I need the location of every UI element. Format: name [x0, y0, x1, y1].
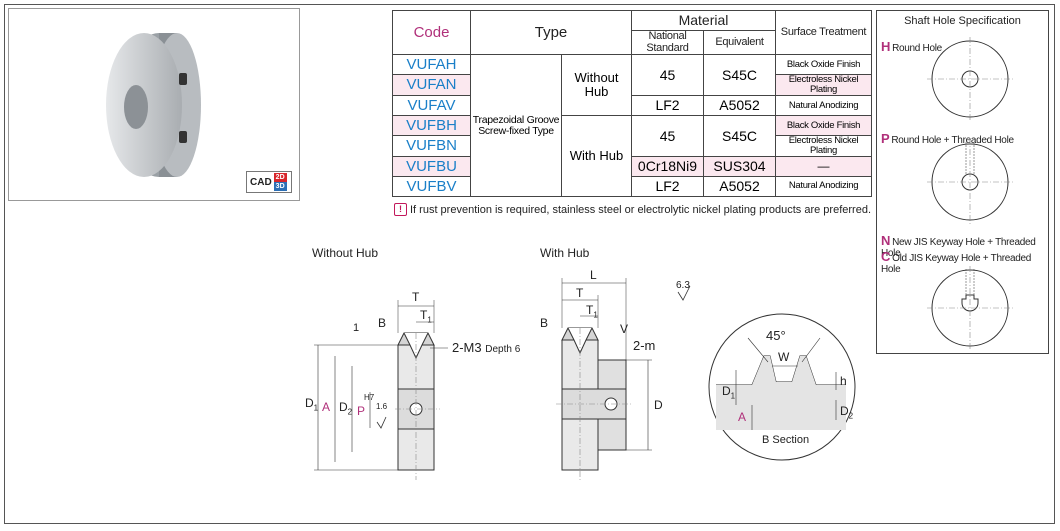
with-hub-title: With Hub: [540, 246, 590, 260]
surface-vufan: Electroless Nickel Plating: [775, 74, 872, 97]
label-a-b: A: [738, 410, 747, 424]
mat-vufbv: LF2: [631, 175, 704, 197]
code-vufan: VUFAN: [392, 74, 471, 97]
shaft-title: Shaft Hole Specification: [904, 15, 1021, 27]
label-a: A: [322, 400, 331, 414]
label-t: T: [412, 290, 420, 304]
equiv-steel-2: S45C: [703, 115, 776, 157]
label-w: W: [778, 350, 790, 364]
label-angle: 45°: [766, 328, 786, 343]
warning-icon: !: [394, 203, 407, 216]
header-material: Material: [631, 10, 776, 31]
code-vufav: VUFAV: [392, 95, 471, 117]
surface-vufbv: Natural Anodizing: [775, 175, 872, 197]
without-hub-drawing: [314, 300, 448, 480]
label-b: B: [378, 316, 387, 330]
b-section-label: B Section: [762, 434, 810, 446]
label-d2: D2: [339, 400, 353, 417]
rust-notice: ! If rust prevention is required, stainl…: [394, 203, 871, 216]
roughness-value: 6.3: [676, 280, 690, 291]
type-with-hub: With Hub: [561, 115, 632, 197]
without-hub-title: Without Hub: [312, 246, 379, 260]
roughness-symbol: [677, 285, 691, 301]
surface-vufbh: Black Oxide Finish: [775, 115, 872, 137]
label-d2-b: D2: [840, 404, 854, 421]
equiv-steel-1: S45C: [703, 54, 776, 97]
surface-vufbn: Electroless Nickel Plating: [775, 135, 872, 157]
with-hub-drawing: [556, 278, 652, 480]
mat-steel-2: 45: [631, 115, 704, 157]
label-p: P: [357, 404, 366, 418]
label-t-hub: T: [576, 286, 584, 300]
label-d1: D1: [305, 396, 319, 413]
label-d-hub: D: [654, 398, 663, 412]
label-v: V: [620, 322, 629, 336]
label-l: L: [590, 268, 597, 282]
round-hole-diagram: [927, 37, 1013, 121]
label-d1-b: D1: [722, 384, 736, 401]
label-t1-hub: T1: [586, 303, 598, 320]
header-surface: Surface Treatment: [775, 9, 872, 56]
pulley-photo: [106, 33, 201, 177]
spec-table: Code Type Material Surface Treatment Nat…: [392, 9, 872, 197]
code-vufbu: VUFBU: [392, 155, 471, 177]
cad-3d: 3D: [273, 182, 287, 191]
code-vufbh: VUFBH: [392, 115, 471, 137]
surface-vufah: Black Oxide Finish: [775, 54, 872, 76]
header-equivalent: Equivalent: [703, 29, 776, 56]
label-h: h: [840, 374, 847, 388]
keyway-hole-diagram: [927, 266, 1013, 351]
equiv-vufbv: A5052: [703, 175, 776, 197]
screw-note-hub: 2-m: [633, 338, 656, 353]
fine-roughness-symbol: [376, 416, 387, 429]
cad-label: CAD: [250, 176, 272, 188]
equiv-vufav: A5052: [703, 95, 776, 117]
header-type: Type: [470, 9, 632, 56]
page-frame: [4, 4, 1055, 524]
cad-2d: 2D: [273, 173, 287, 182]
fine-roughness-value: 1.6: [376, 402, 388, 411]
code-vufbv: VUFBV: [392, 175, 471, 197]
product-photo: [8, 8, 300, 201]
label-t1: T1: [420, 308, 432, 325]
type-main: Trapezoidal Groove Screw-fixed Type: [470, 54, 562, 197]
header-code: Code: [392, 9, 471, 56]
label-one: 1: [353, 322, 360, 334]
shaft-hole-diagrams: [927, 37, 1013, 351]
b-section-drawing: [708, 313, 856, 461]
screw-note: 2-M3 Depth 6: [452, 340, 521, 355]
label-h7: H7: [364, 393, 375, 402]
notice-text: If rust prevention is required, stainles…: [410, 203, 871, 216]
label-b-hub: B: [540, 316, 549, 330]
mat-vufav: LF2: [631, 95, 704, 117]
threaded-hole-diagram: [927, 138, 1013, 225]
